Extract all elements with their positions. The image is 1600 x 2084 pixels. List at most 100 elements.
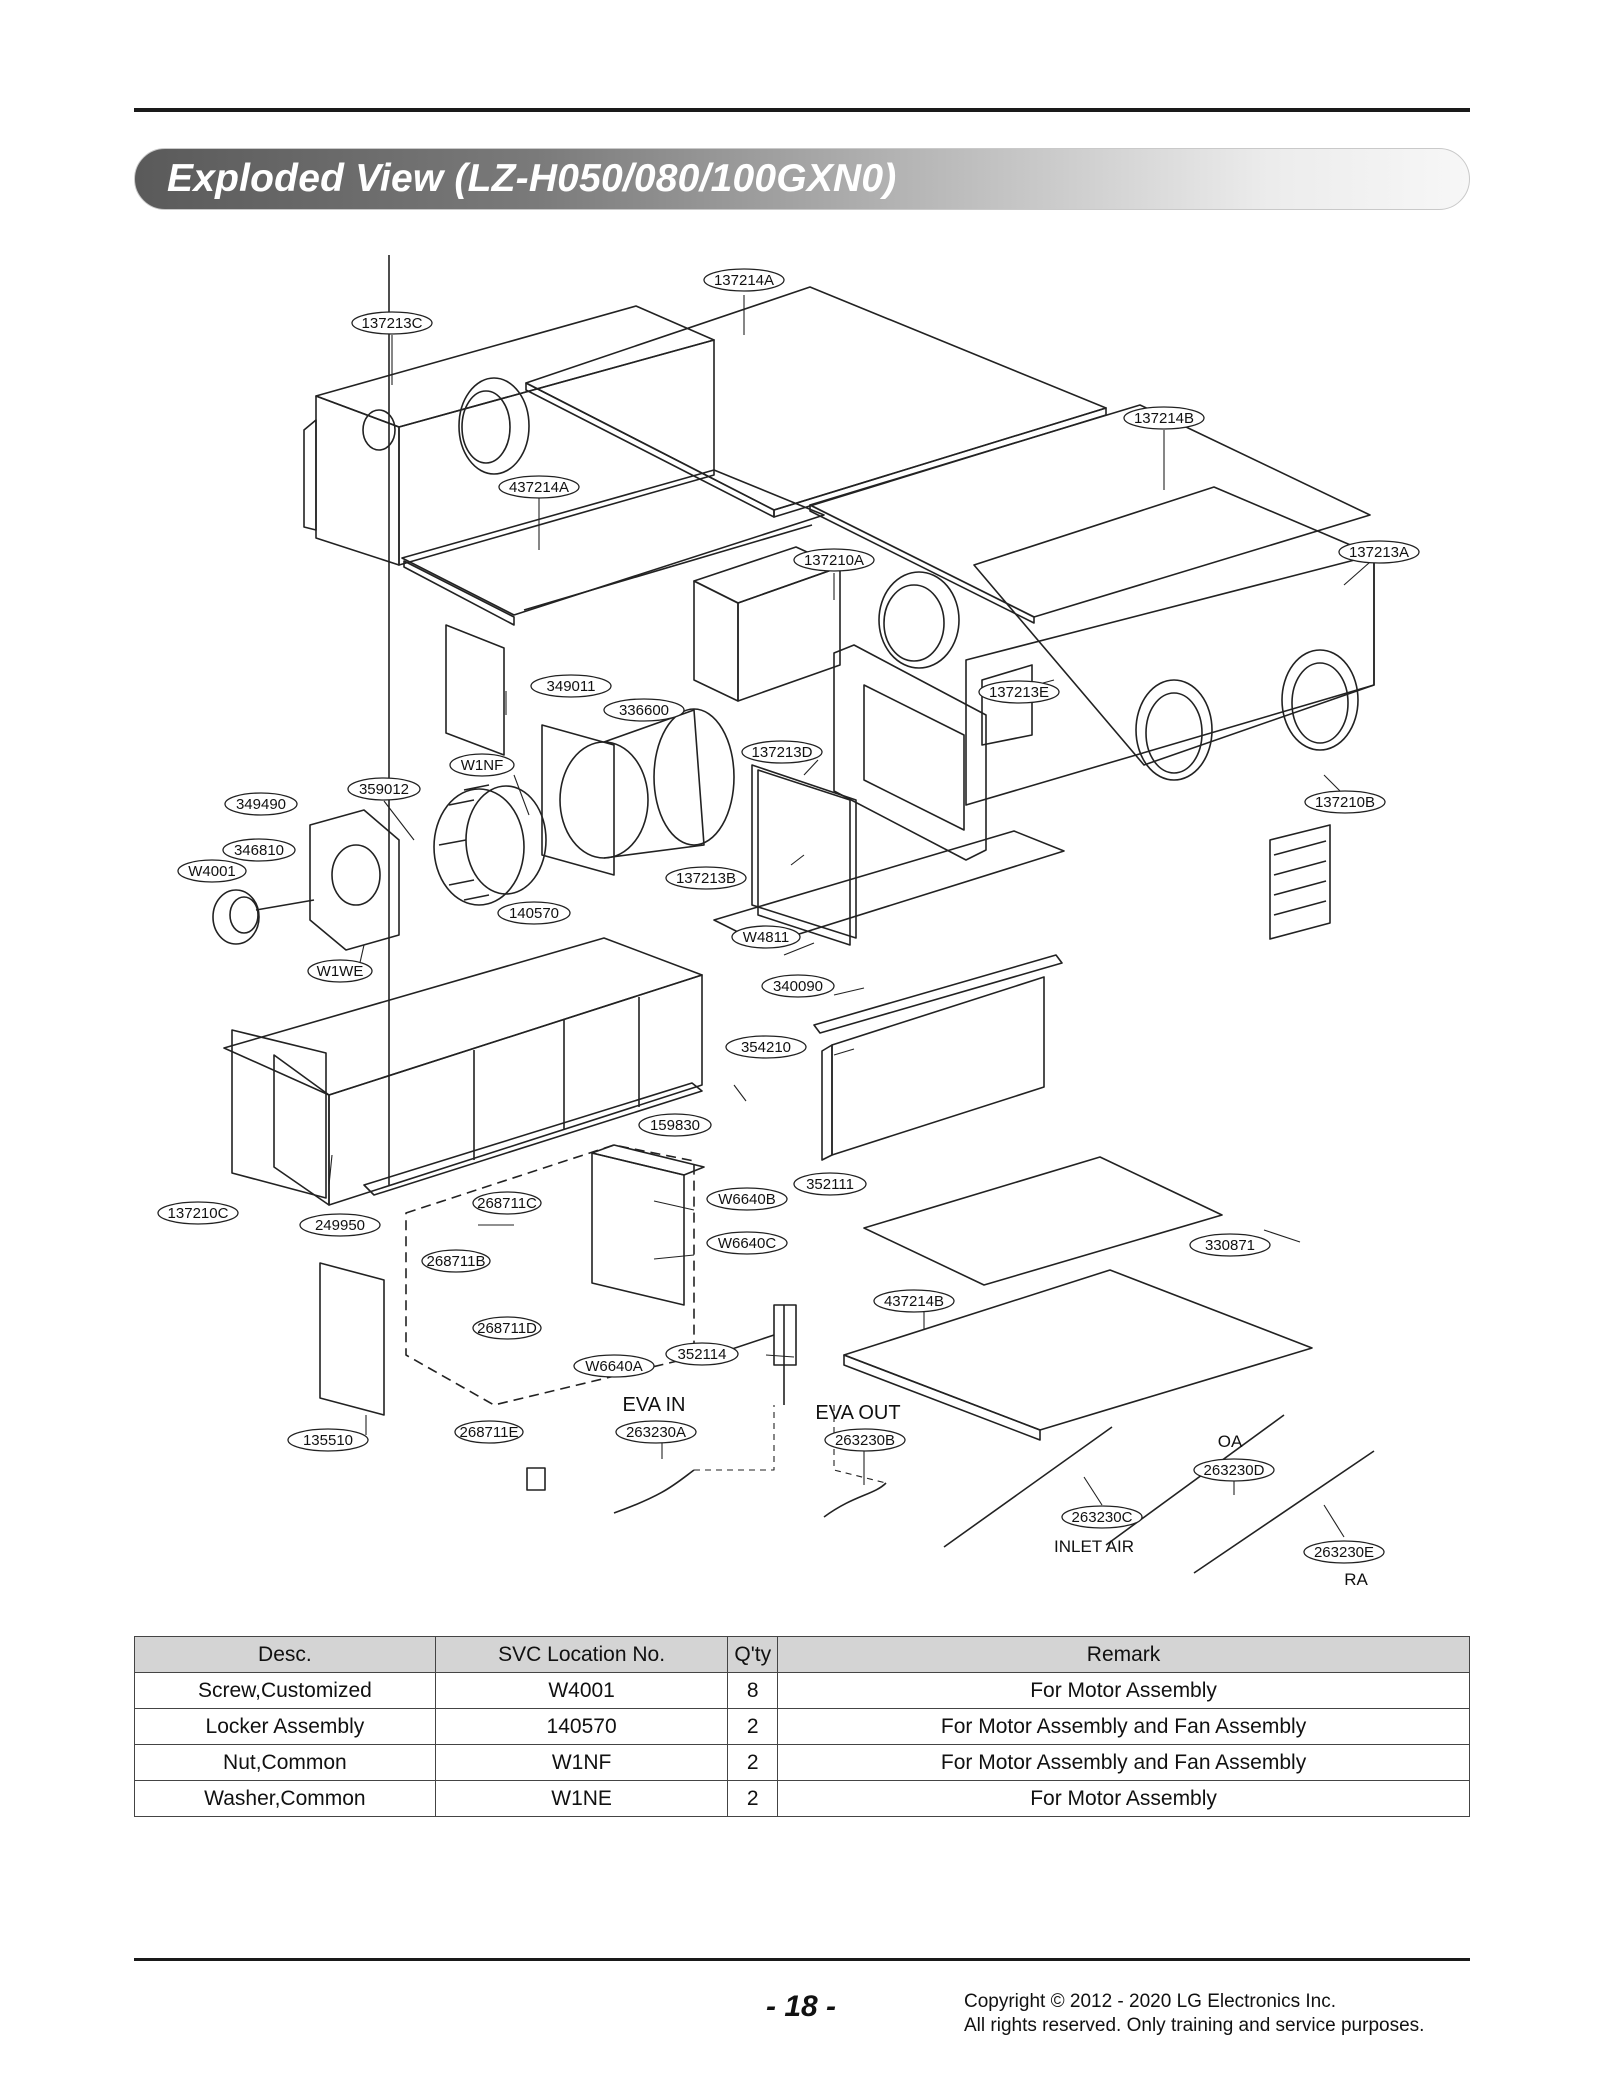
lower-tray-left [401,469,825,626]
upper-left-casing [303,305,715,566]
title-bar: Exploded View (LZ-H050/080/100GXN0) [134,148,1470,210]
col-qty: Q'ty [727,1636,779,1673]
note-oa: OA [1218,1432,1243,1451]
cell-desc: Screw,Customized [134,1672,436,1709]
label-137213A: 137213A [1349,544,1409,561]
cell-qty: 2 [727,1708,779,1745]
label-437214B: 437214B [884,1293,944,1310]
label-137210C: 137210C [168,1205,229,1222]
note-ra: RA [1344,1570,1368,1589]
top-panel [525,286,1107,518]
label-W4001: W4001 [188,863,236,880]
label-249950: 249950 [315,1217,365,1234]
label-137213E: 137213E [989,684,1049,701]
cell-qty: 2 [727,1744,779,1781]
pipe-rail [813,954,1063,1034]
label-137213D: 137213D [752,744,813,761]
top-rule [134,108,1470,112]
cell-desc: Nut,Common [134,1744,436,1781]
label-W1WE: W1WE [317,963,364,980]
electrical-box [591,1144,705,1306]
cell-desc: Washer,Common [134,1780,436,1817]
label-352114: 352114 [678,1346,727,1363]
page-title: Exploded View (LZ-H050/080/100GXN0) [167,157,897,200]
fan-housing [541,708,735,876]
divider-panel [833,644,987,861]
label-W6640C: W6640C [718,1235,777,1252]
label-268711B: 268711B [427,1253,486,1270]
label-263230D: 263230D [1204,1462,1265,1479]
heat-exchanger [223,255,703,1206]
expansion-valve [713,1304,797,1405]
flow-notes: EVA IN EVA OUT [623,1394,901,1424]
label-137213B: 137213B [676,870,736,887]
table-row: Washer,Common W1NE 2 For Motor Assembly [134,1780,1470,1817]
parts-table: Desc. SVC Location No. Q'ty Remark Screw… [134,1636,1470,1817]
col-desc: Desc. [134,1636,436,1673]
table-row: Nut,Common W1NF 2 For Motor Assembly and… [134,1744,1470,1781]
table-row: Screw,Customized W4001 8 For Motor Assem… [134,1672,1470,1709]
label-137210B: 137210B [1315,794,1375,811]
air-notes: OA INLET AIR RA [1054,1432,1368,1589]
upper-right-casing [878,486,1375,806]
panel-349011 [445,624,505,756]
rail-159830 [363,1082,703,1196]
note-inlet-air: INLET AIR [1054,1537,1134,1556]
cell-svc: W1NF [434,1744,729,1781]
side-filter [231,1029,327,1199]
cell-qty: 2 [727,1780,779,1817]
page-number: - 18 - [766,1990,837,2023]
cell-remark: For Motor Assembly [777,1672,1470,1709]
callout-labels: 137214A 137213C 137214B 437214A 137213A … [168,272,1409,1561]
table-row: Locker Assembly 140570 2 For Motor Assem… [134,1708,1470,1745]
cell-remark: For Motor Assembly [777,1780,1470,1817]
label-336600: 336600 [619,702,669,719]
label-354210: 354210 [741,1039,791,1056]
label-137214B: 137214B [1134,410,1194,427]
callout-bubbles [157,268,1420,1564]
cell-remark: For Motor Assembly and Fan Assembly [777,1708,1470,1745]
top-panel-right [809,404,1371,624]
label-W6640B: W6640B [718,1191,776,1208]
label-346810: 346810 [234,842,284,859]
col-remark: Remark [777,1636,1470,1673]
label-268711D: 268711D [477,1320,537,1337]
exploded-view-diagram: 137214A 137213C 137214B 437214A 137213A … [134,255,1470,1615]
cell-svc: 140570 [434,1708,729,1745]
label-349011: 349011 [547,678,596,695]
bottom-rule [134,1958,1470,1961]
label-137213C: 137213C [362,315,423,332]
panel-137213B [757,769,851,946]
exploded-view-svg: 137214A 137213C 137214B 437214A 137213A … [157,255,1420,1589]
label-137210A: 137210A [804,552,864,569]
cell-desc: Locker Assembly [134,1708,436,1745]
cell-qty: 8 [727,1672,779,1709]
label-140570: 140570 [509,905,559,922]
label-263230E: 263230E [1314,1544,1374,1561]
label-263230C: 263230C [1072,1509,1133,1526]
label-268711C: 268711C [477,1195,537,1212]
label-W6640A: W6640A [585,1358,643,1375]
col-svc-location: SVC Location No. [434,1636,729,1673]
cell-remark: For Motor Assembly and Fan Assembly [777,1744,1470,1781]
label-268711E: 268711E [460,1424,519,1441]
evaporator [821,976,1045,1161]
label-340090: 340090 [773,978,823,995]
fan-wheel [433,784,547,906]
drain-pan [863,1156,1223,1286]
label-W4811: W4811 [743,929,789,946]
label-437214A: 437214A [509,479,569,496]
label-W1NF: W1NF [461,757,504,774]
copyright-line-1: Copyright © 2012 - 2020 LG Electronics I… [964,1991,1337,2012]
label-135510: 135510 [303,1432,353,1449]
bottom-tray [843,1269,1313,1441]
note-eva-in: EVA IN [623,1394,686,1416]
label-263230B: 263230B [835,1432,895,1449]
cell-svc: W4001 [434,1672,729,1709]
label-330871: 330871 [1205,1237,1255,1254]
label-349490: 349490 [236,796,286,813]
label-352111: 352111 [806,1176,854,1193]
grille [1269,824,1331,940]
cover-135510 [319,1262,385,1416]
label-263230A: 263230A [626,1424,686,1441]
